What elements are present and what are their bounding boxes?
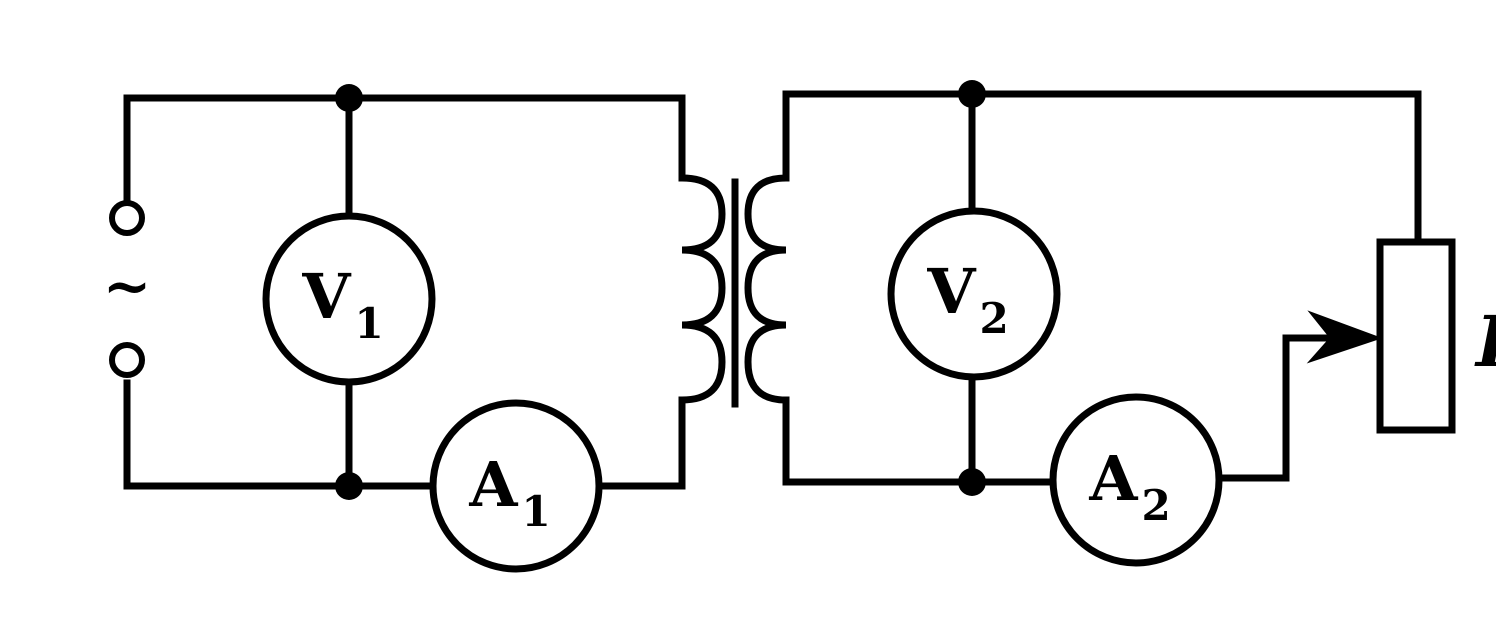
ammeter-a1-letter: A bbox=[468, 448, 518, 521]
voltmeter-v2-letter: V bbox=[926, 255, 976, 328]
secondary-top-node bbox=[958, 80, 986, 108]
rheostat-label: R bbox=[1474, 300, 1496, 383]
secondary-coil bbox=[744, 174, 790, 404]
svg-text:V1: V1 bbox=[301, 260, 383, 348]
svg-text:A2: A2 bbox=[1088, 442, 1170, 530]
primary-coil bbox=[678, 174, 726, 404]
primary-top-node bbox=[335, 84, 363, 112]
voltmeter-v1-subscript: 1 bbox=[354, 299, 383, 348]
source-terminal-bottom bbox=[109, 342, 145, 378]
ammeter-a2-subscript: 2 bbox=[1141, 481, 1170, 530]
primary-bottom-node bbox=[335, 472, 363, 500]
primary-wires bbox=[123, 94, 686, 490]
svg-text:V2: V2 bbox=[926, 255, 1008, 343]
svg-text:A1: A1 bbox=[468, 448, 550, 536]
voltmeter-v2: V2 bbox=[887, 207, 1061, 381]
voltmeter-v1-letter: V bbox=[301, 260, 351, 333]
ammeter-a1-subscript: 1 bbox=[521, 487, 550, 536]
ammeter-a2-letter: A bbox=[1088, 442, 1138, 515]
ac-source-symbol: ~ bbox=[103, 252, 152, 320]
rheostat-body bbox=[1376, 238, 1456, 434]
ac-source: ~ bbox=[103, 200, 152, 378]
ammeter-a2: A2 bbox=[1049, 393, 1223, 567]
secondary-bottom-node bbox=[958, 468, 986, 496]
voltmeter-v1: V1 bbox=[262, 212, 436, 386]
rheostat: R bbox=[1306, 238, 1496, 434]
slider-arrow-icon bbox=[1306, 310, 1383, 364]
voltmeter-v2-subscript: 2 bbox=[979, 294, 1008, 343]
source-terminal-top bbox=[109, 200, 145, 236]
secondary-wires bbox=[782, 90, 1422, 486]
ammeter-a1: A1 bbox=[429, 399, 603, 573]
transformer bbox=[678, 174, 790, 408]
